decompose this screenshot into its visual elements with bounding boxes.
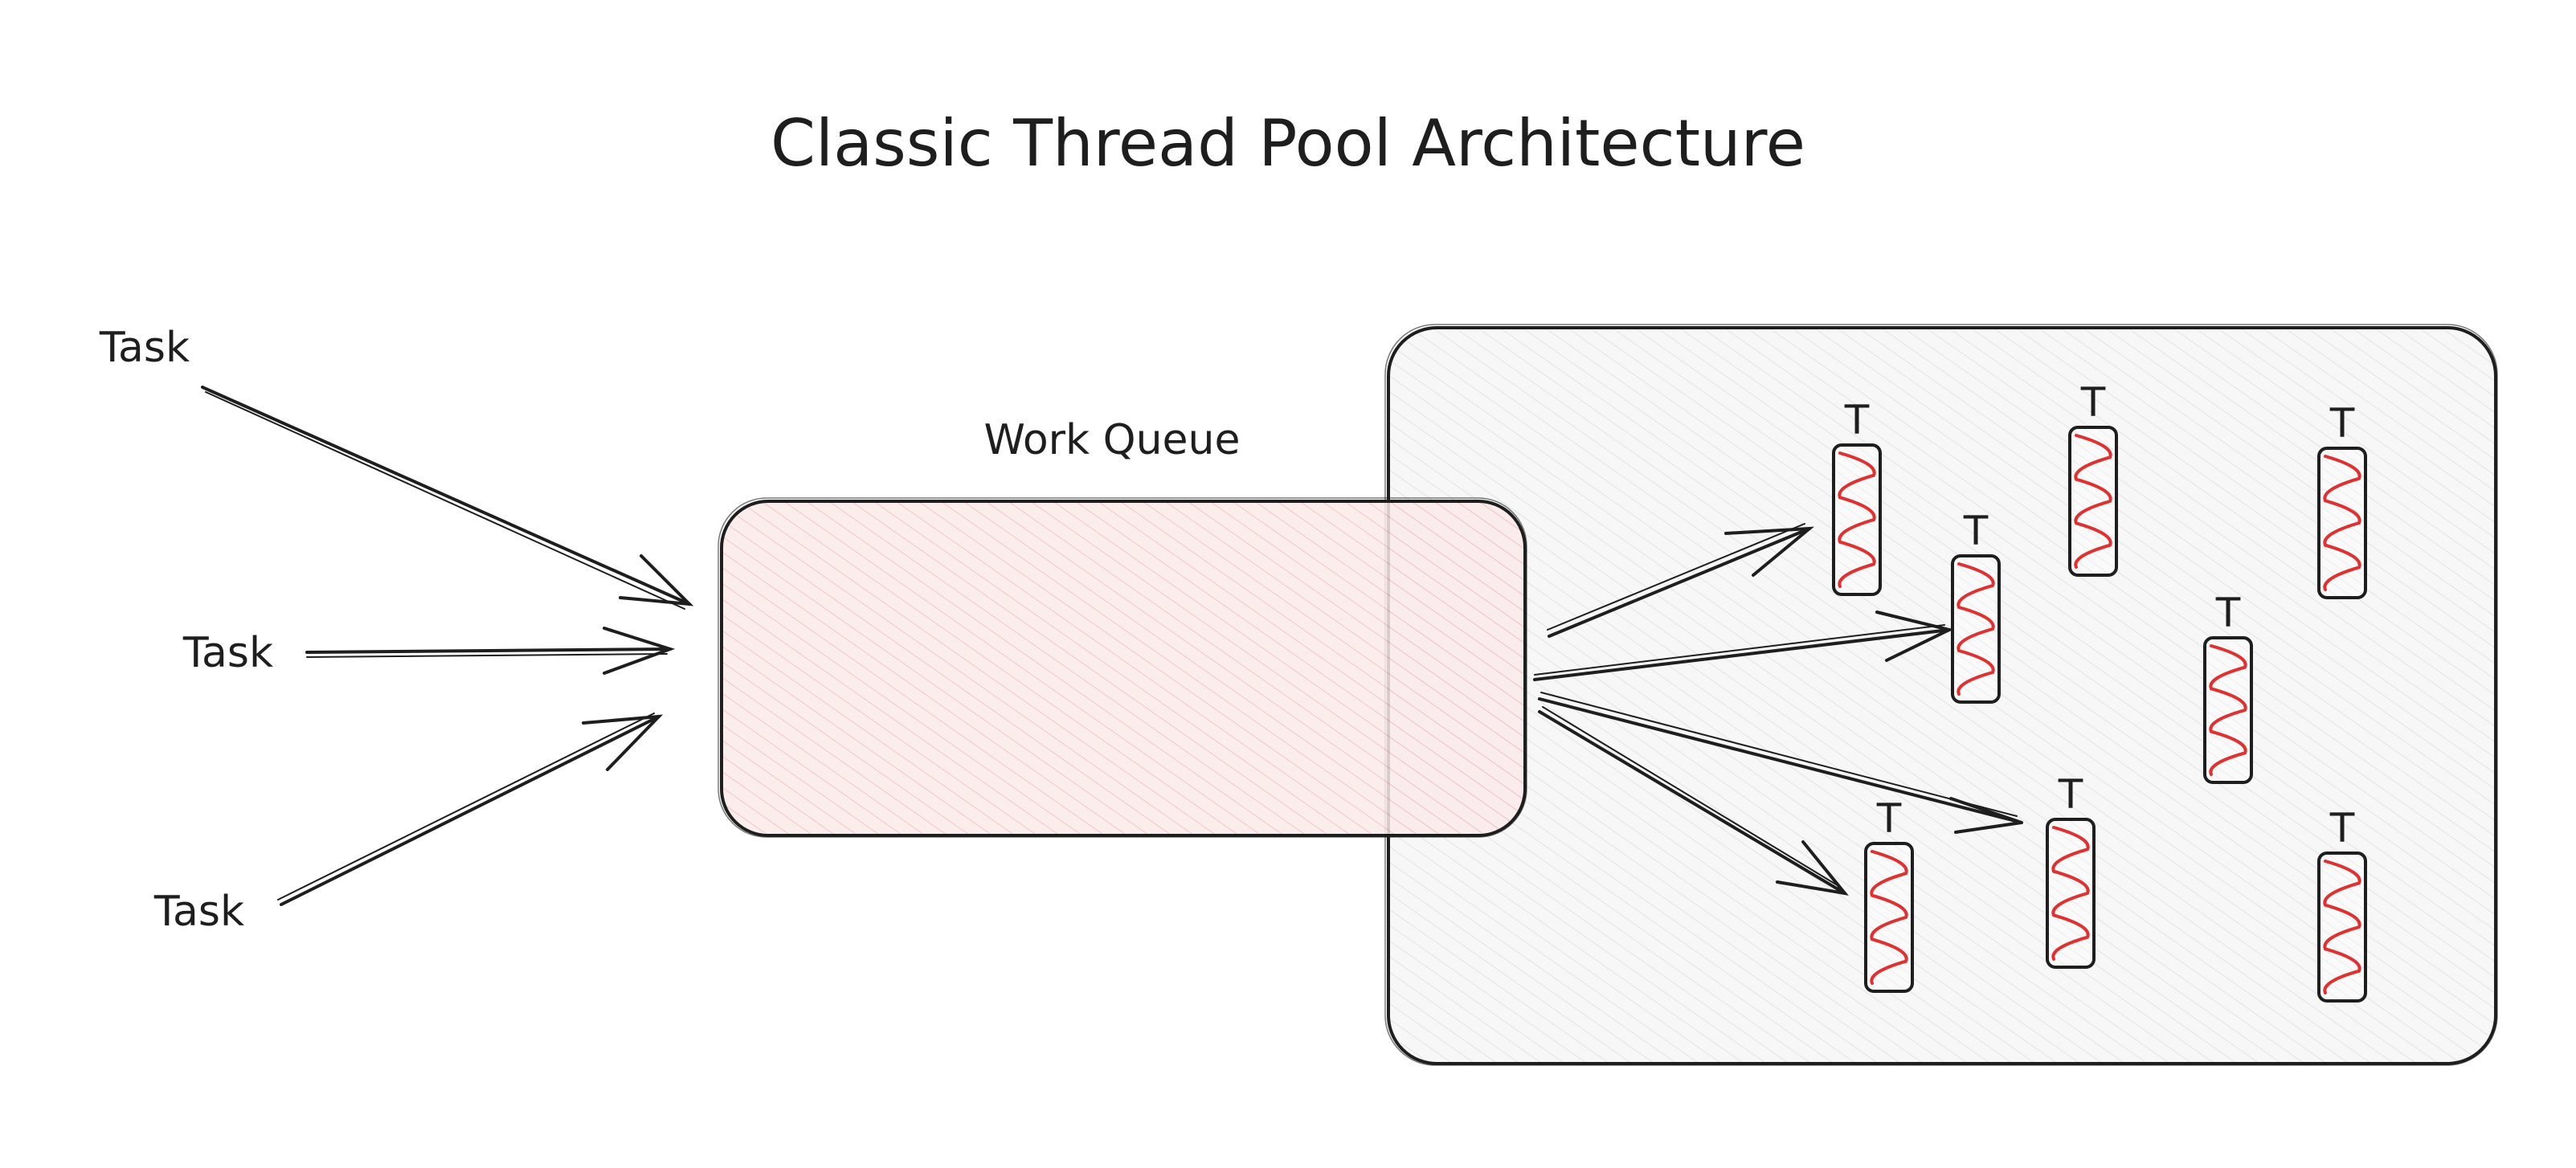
dispatch-arrow-4 bbox=[1538, 706, 1849, 896]
thread-wave bbox=[2074, 434, 2112, 569]
dispatch-arrow-1 bbox=[1547, 523, 1814, 638]
thread-label: T bbox=[2329, 805, 2355, 851]
thread-2: T bbox=[1951, 508, 2001, 704]
thread-wave bbox=[1957, 562, 1995, 696]
thread-5: T bbox=[2203, 590, 2253, 784]
task-label-3: Task bbox=[153, 888, 244, 936]
thread-wave bbox=[1870, 850, 1908, 985]
task-label-1: Task bbox=[99, 324, 190, 372]
thread-6: T bbox=[1864, 795, 1914, 993]
thread-7: T bbox=[2046, 771, 2096, 969]
thread-label: T bbox=[1876, 795, 1902, 842]
thread-wave bbox=[2051, 826, 2090, 961]
thread-box bbox=[2203, 636, 2253, 784]
diagram-title: Classic Thread Pool Architecture bbox=[771, 106, 1805, 181]
thread-box bbox=[1951, 554, 2001, 704]
thread-wave bbox=[2323, 860, 2361, 994]
thread-8: T bbox=[2317, 805, 2367, 1003]
task-arrow-1 bbox=[201, 386, 694, 610]
threads-group: T T T T T T T T bbox=[1832, 379, 2367, 1003]
thread-label: T bbox=[2080, 379, 2106, 426]
thread-box bbox=[1864, 842, 1914, 993]
thread-box bbox=[2317, 851, 2367, 1003]
thread-wave bbox=[2209, 644, 2247, 776]
thread-box bbox=[2046, 818, 2096, 969]
thread-wave bbox=[1838, 451, 1876, 588]
task-arrow-3 bbox=[277, 713, 664, 906]
thread-1: T bbox=[1832, 397, 1882, 596]
thread-label: T bbox=[2058, 771, 2083, 818]
dispatch-arrow-2 bbox=[1533, 611, 1954, 681]
thread-box bbox=[2068, 426, 2118, 577]
thread-3: T bbox=[2068, 379, 2118, 577]
work-queue bbox=[718, 497, 1527, 838]
thread-label: T bbox=[1963, 508, 1989, 554]
task-label-2: Task bbox=[182, 629, 273, 677]
thread-wave bbox=[2323, 455, 2361, 591]
thread-label: T bbox=[2329, 400, 2355, 447]
thread-box bbox=[2317, 447, 2367, 599]
work-queue-label: Work Queue bbox=[983, 416, 1240, 464]
thread-box bbox=[1832, 443, 1882, 596]
thread-label: T bbox=[1844, 397, 1870, 443]
thread-label: T bbox=[2215, 590, 2241, 636]
task-arrow-2 bbox=[305, 627, 676, 675]
dispatch-arrow-3 bbox=[1538, 692, 2023, 834]
thread-4: T bbox=[2317, 400, 2367, 599]
